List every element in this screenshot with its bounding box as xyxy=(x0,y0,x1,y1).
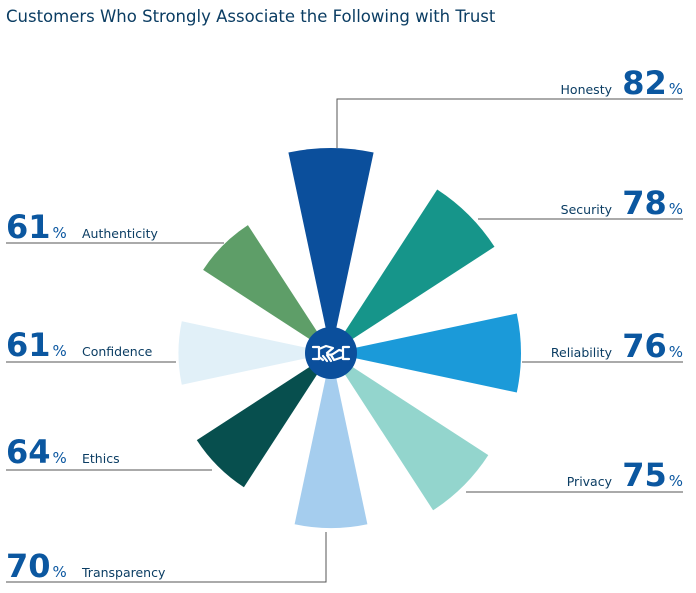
wedge-transparency xyxy=(294,353,368,529)
value-unit-authenticity: % xyxy=(53,224,67,242)
label-group: Honesty 82% Security 78% Reliability 76% Priva… xyxy=(6,64,683,585)
category-label-security: Security xyxy=(561,202,613,217)
category-label-privacy: Privacy xyxy=(567,474,613,489)
chart-title: Customers Who Strongly Associate the Fol… xyxy=(6,7,496,26)
value-unit-privacy: % xyxy=(669,472,683,490)
value-label-privacy: 75% xyxy=(622,456,683,494)
center-badge xyxy=(305,327,357,379)
wedge-confidence xyxy=(178,321,331,385)
center-circle xyxy=(305,327,357,379)
value-label-ethics: 64% xyxy=(6,433,67,471)
value-number-reliability: 76 xyxy=(622,327,667,365)
wedge-privacy xyxy=(331,353,489,511)
value-number-privacy: 75 xyxy=(622,456,667,494)
category-label-authenticity: Authenticity xyxy=(82,226,159,241)
value-label-security: 78% xyxy=(622,184,683,222)
value-label-transparency: 70% xyxy=(6,547,67,585)
category-label-ethics: Ethics xyxy=(82,451,120,466)
value-label-authenticity: 61% xyxy=(6,208,67,246)
value-unit-confidence: % xyxy=(53,342,67,360)
wedge-security xyxy=(331,189,495,353)
category-label-reliability: Reliability xyxy=(551,345,613,360)
value-unit-security: % xyxy=(669,200,683,218)
value-unit-transparency: % xyxy=(53,563,67,581)
value-number-transparency: 70 xyxy=(6,547,51,585)
wedge-ethics xyxy=(196,353,331,488)
value-label-honesty: 82% xyxy=(622,64,683,102)
wedge-authenticity xyxy=(203,225,331,353)
value-unit-reliability: % xyxy=(669,343,683,361)
leader-line-honesty xyxy=(336,98,683,148)
handshake-icon xyxy=(311,344,351,363)
category-label-confidence: Confidence xyxy=(82,344,153,359)
value-number-authenticity: 61 xyxy=(6,208,51,246)
value-unit-ethics: % xyxy=(53,449,67,467)
category-label-honesty: Honesty xyxy=(561,82,613,97)
wedge-reliability xyxy=(331,313,521,393)
leader-line-group xyxy=(6,98,683,583)
value-number-confidence: 61 xyxy=(6,326,51,364)
wedge-group xyxy=(178,148,521,529)
value-number-ethics: 64 xyxy=(6,433,51,471)
value-number-security: 78 xyxy=(622,184,667,222)
leader-line-transparency xyxy=(6,532,327,583)
category-label-transparency: Transparency xyxy=(81,565,166,580)
value-label-confidence: 61% xyxy=(6,326,67,364)
value-number-honesty: 82 xyxy=(622,64,667,102)
value-unit-honesty: % xyxy=(669,80,683,98)
value-label-reliability: 76% xyxy=(622,327,683,365)
wedge-honesty xyxy=(288,148,374,353)
